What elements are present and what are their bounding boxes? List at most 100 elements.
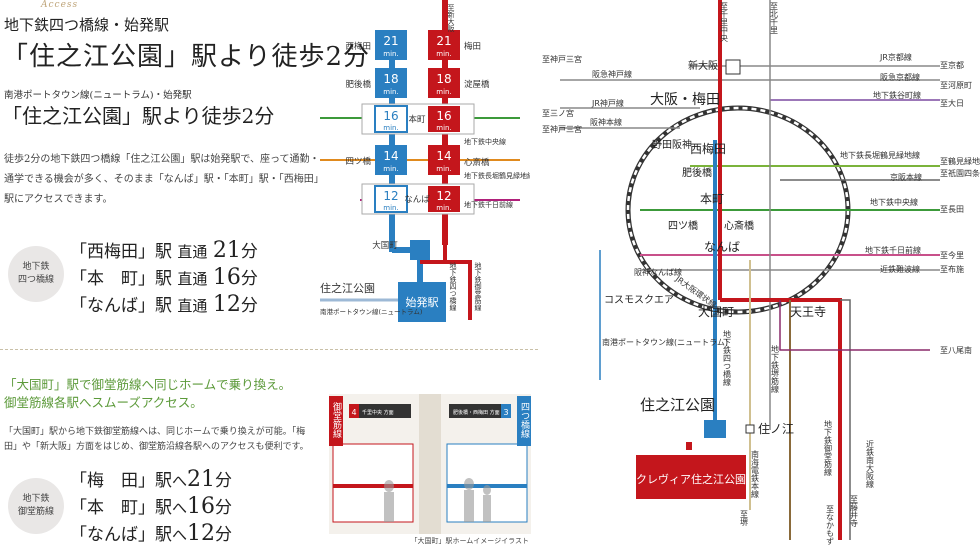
stop-shinsaibashi: 心斎橋: [464, 157, 490, 168]
stop-nishiumeda: 西梅田: [345, 41, 371, 52]
route-mode: へ: [172, 472, 188, 490]
stop-yodoyabashi: 淀屋橋: [464, 79, 490, 90]
min-label: min.: [436, 88, 451, 96]
headline-newtram-walk-time: 「住之江公園」駅より徒歩2分: [2, 104, 275, 128]
transfer-title-line1: 「大国町」駅で御堂筋線へ同じホームで乗り換え。: [4, 377, 292, 392]
label-noda: 野田阪神: [652, 138, 692, 151]
midosuji-stripe: [333, 484, 413, 488]
to-yaominami: 至八尾南: [940, 345, 972, 355]
route-mode: 直通: [177, 297, 208, 315]
stop-suminoe-koen: 住之江公園: [320, 281, 375, 295]
label-daikokucho: 大国町: [698, 305, 734, 319]
honmachi-red-box: [428, 106, 460, 132]
to-kobe-sannomiya-hankyu: 至神戸三宮: [542, 54, 582, 64]
label-midosuji-line: 地下鉄御堂筋線: [824, 419, 833, 476]
route-mode: 直通: [177, 243, 208, 261]
label-nishi-umeda: 西梅田: [690, 141, 726, 156]
daikokucho-box: [410, 240, 430, 260]
center-honmachi: 本町: [408, 114, 426, 125]
stop-higobashi: 肥後橋: [345, 79, 371, 90]
route-row: 「本 町」駅へ16分: [70, 493, 232, 520]
label-suminoe-koen: 住之江公園: [640, 396, 715, 414]
label-sennichimae: 地下鉄千日前線: [464, 200, 513, 209]
to-gion: 至祇園四条: [940, 168, 980, 178]
midosuji-south-track: [720, 298, 842, 540]
line-hanshin: 阪神本線: [590, 117, 622, 127]
origin-badge: 始発駅: [406, 295, 439, 309]
namba-red-box: [428, 186, 460, 212]
line-keihan: 京阪本線: [890, 172, 922, 182]
right-board-text: 肥後橋・西梅田 方面: [453, 409, 500, 416]
yodoyabashi-box: [428, 68, 460, 98]
line-nagahori: 地下鉄長堀鶴見緑地線: [840, 150, 920, 160]
min-red-12: 12: [436, 189, 451, 203]
namba-blue-box: [374, 185, 408, 213]
yotsubashi-line-badge: 地下鉄 四つ橋線: [8, 246, 64, 302]
stop-yotsubashi: 四ツ橋: [345, 156, 371, 167]
midosuji-sign: [329, 396, 343, 446]
label-chuo: 地下鉄中央線: [464, 137, 506, 146]
to-sannomiya-jr: 至三ノ宮: [542, 108, 574, 118]
kintetsu-minami-track: [840, 299, 851, 540]
shinsaibashi-box: [428, 145, 460, 175]
headline-newtram-line: 南港ポートタウン線(ニュートラム)・始発駅: [4, 90, 192, 101]
label-newtram: 南港ポートタウン線(ニュートラム): [602, 337, 728, 347]
route-row: 「西梅田」駅 直通 21分: [70, 237, 258, 264]
min-label: min.: [383, 124, 398, 132]
stop-umeda: 梅田: [464, 41, 481, 52]
platform-illustration: 4 3 千里中央 方面 肥後橋・西梅田 方面 御堂筋線 四つ橋線 「大国町」駅ホ…: [329, 394, 531, 544]
label-nagahori: 地下鉄長堀鶴見緑地線: [464, 171, 530, 180]
route-station: 「本 町」駅: [70, 269, 172, 289]
section-divider: [0, 349, 538, 350]
to-dainichi: 至大日: [940, 98, 964, 108]
to-senri-chuo: 至千里中央: [720, 2, 729, 43]
route-mode: 直通: [177, 270, 208, 288]
min-label: min.: [383, 165, 398, 173]
route-unit: 分: [215, 525, 233, 545]
yotsubashi-badge-text: 地下鉄 四つ橋線: [17, 262, 54, 285]
route-minutes: 21: [187, 467, 216, 492]
tanimachi-south-track: [779, 300, 930, 351]
passenger-silhouettes: [384, 478, 491, 522]
label-shinsaibashi: 心斎橋: [724, 219, 754, 232]
min-blue-14: 14: [383, 149, 398, 163]
midosuji-train: [332, 443, 414, 523]
min-label: min.: [436, 165, 451, 173]
min-blue-16: 16: [383, 109, 398, 123]
left-board: [349, 404, 411, 418]
line-kintetsu-namba: 近鉄難波線: [880, 264, 920, 274]
to-fujiidera: 至藤井寺: [850, 495, 859, 527]
min-label: min.: [383, 88, 398, 96]
line-jr-kyoto: JR京都線: [879, 52, 912, 62]
to-nagata: 至長田: [940, 205, 964, 214]
suminoe-station: [745, 424, 755, 434]
left-board-num: 4: [351, 408, 356, 417]
label-clevia: クレヴィア住之江公園: [636, 472, 746, 486]
line-hankyu-kobe: 阪急神戸線: [592, 69, 632, 79]
left-board-num-bg: [349, 404, 359, 418]
min-label: min.: [436, 124, 451, 132]
route-minutes: 16: [187, 494, 216, 519]
shin-osaka-station: [725, 59, 741, 75]
line-jr-kobe: JR神戸線: [591, 98, 624, 108]
headline-yotsubashi-line: 地下鉄四つ橋線・始発駅: [4, 16, 170, 34]
route-minutes: 12: [212, 292, 241, 317]
yotsubashi-route-list: 「西梅田」駅 直通 21分 「本 町」駅 直通 16分 「なんば」駅 直通 12…: [70, 237, 258, 318]
route-minutes: 12: [187, 521, 216, 546]
headline-walk-time: 「住之江公園」駅より徒歩2分: [2, 42, 371, 72]
to-kyoto: 至京都: [940, 60, 964, 70]
min-blue-12: 12: [383, 189, 398, 203]
access-description: 徒歩2分の地下鉄四つ橋線「住之江公園」駅は始発駅で、座って通勤・通学できる機会が…: [4, 154, 324, 205]
right-board: [449, 404, 511, 418]
label-cosmo-square: コスモスクエア: [604, 294, 674, 306]
route-unit: 分: [215, 471, 233, 491]
right-board-num-bg: [501, 404, 511, 418]
honmachi-blue-box: [374, 105, 408, 133]
midosuji-transfer-description: 「大国町」駅から地下鉄御堂筋線へは、同じホームで乗り換えが可能。「梅田」や「新大…: [4, 427, 309, 452]
to-nakamozu: 至なかもず: [826, 505, 835, 545]
line-hankyu-kyoto: 阪急京都線: [880, 72, 920, 82]
min-red-21: 21: [436, 34, 451, 48]
label-sakaisuji-line: 地下鉄堺筋線: [771, 344, 780, 393]
small-route-diagram: 21 21 18 18 16 14 14 12 16 12 min. min. …: [320, 0, 530, 322]
min-blue-18: 18: [383, 72, 398, 86]
